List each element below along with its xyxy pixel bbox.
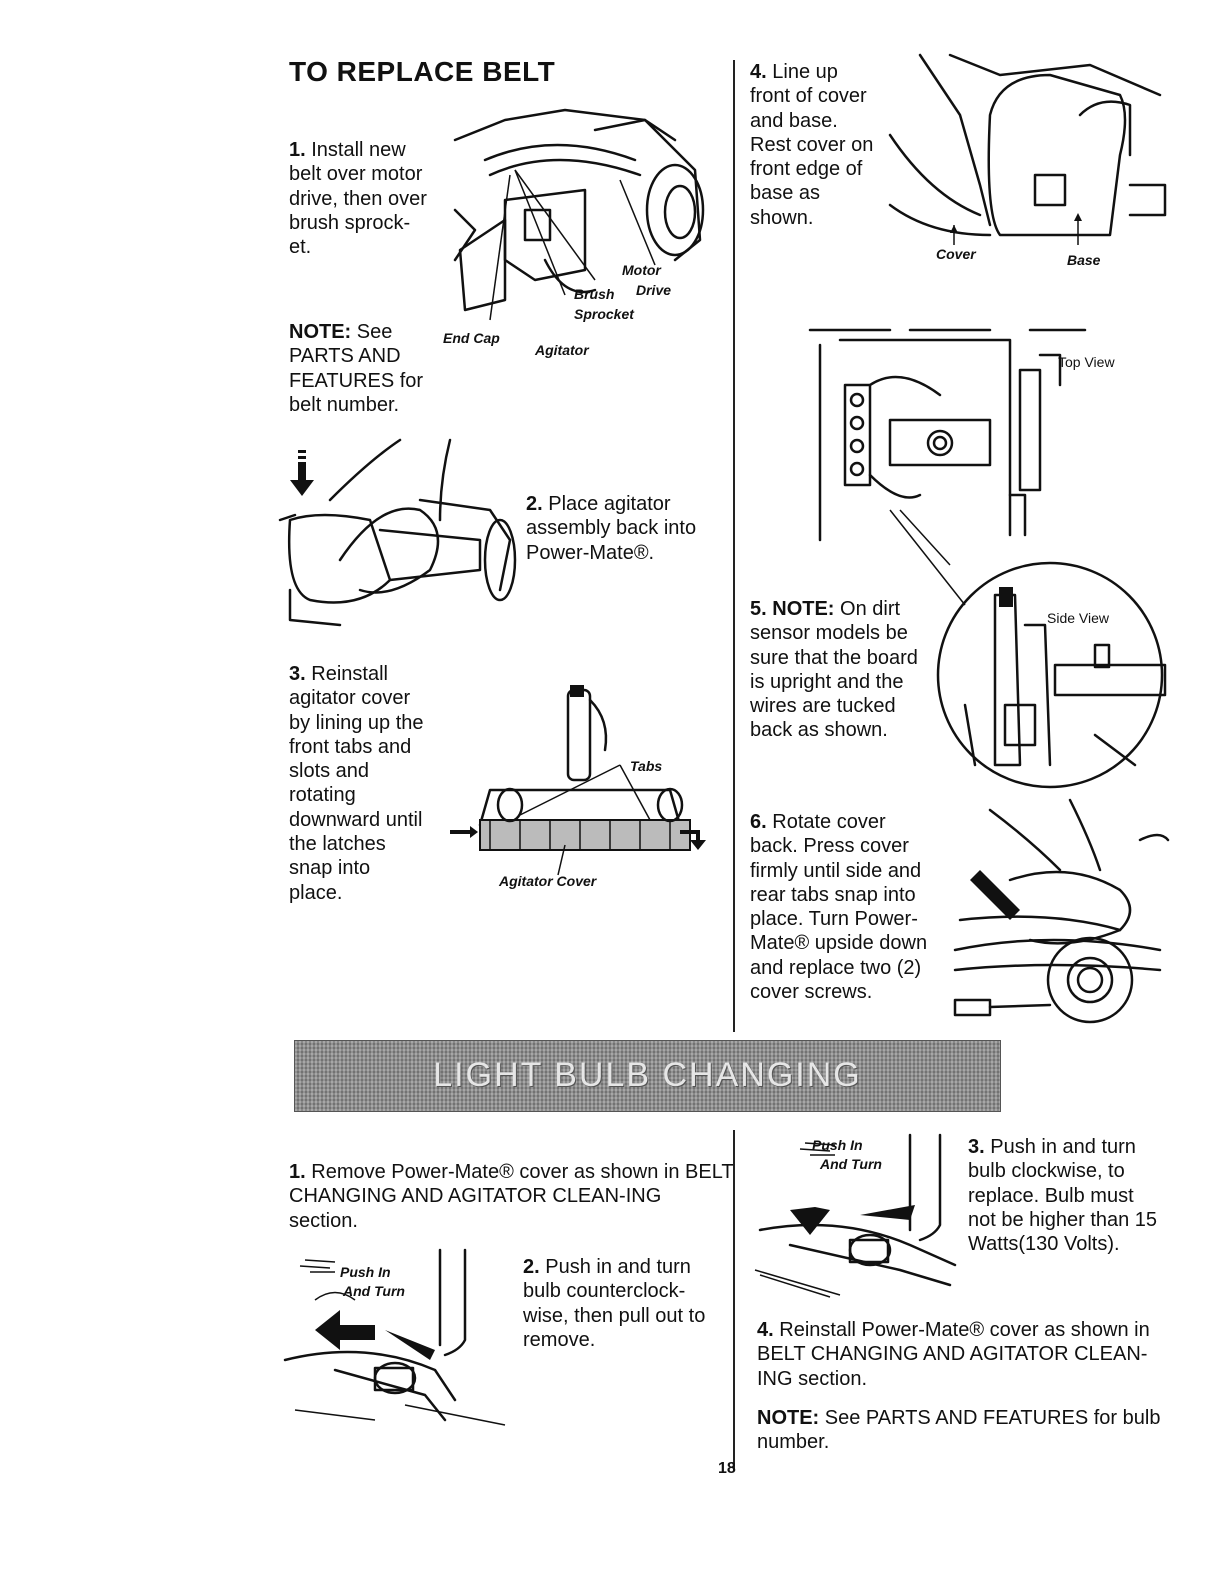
bulb-step-3: 3. Push in and turn bulb clockwise, to r… <box>968 1135 1158 1256</box>
belt-note-1-label: NOTE: <box>289 321 352 343</box>
bulb-step-3-number: 3. <box>968 1136 985 1158</box>
belt-step-5-number: 5. <box>750 598 767 620</box>
dirt-sensor-top-view-illustration <box>808 328 1087 566</box>
belt-step-4-text: Line up front of cover and base. Rest co… <box>750 61 874 229</box>
belt-step-2: 2. Place agitator assembly back into Pow… <box>526 492 716 565</box>
bulb-note: NOTE: See PARTS AND FEATURES for bulb nu… <box>757 1406 1167 1455</box>
label-sprocket: Sprocket <box>574 306 634 322</box>
rotate-cover-illustration <box>953 798 1170 1024</box>
label-drive: Drive <box>636 282 672 298</box>
agitator-placement-illustration <box>278 438 517 627</box>
bulb-step-2-text: Push in and turn bulb counterclock-wise,… <box>523 1256 706 1351</box>
section-title-replace-belt: TO REPLACE BELT <box>289 56 556 87</box>
column-divider-bottom <box>733 1130 735 1470</box>
label-agitator: Agitator <box>535 342 589 358</box>
bulb-step-2-number: 2. <box>523 1256 540 1278</box>
bulb-note-text: See PARTS AND FEATURES for bulb number. <box>757 1407 1161 1454</box>
label-brush: Brush <box>574 286 615 302</box>
label-agitator-cover: Agitator Cover <box>499 873 597 889</box>
belt-note-1-text: See PARTS AND FEATURES for belt number. <box>289 321 424 416</box>
belt-step-6-number: 6. <box>750 811 767 833</box>
belt-step-3-text: Reinstall agitator cover by lining up th… <box>289 663 424 904</box>
bulb-step-1: 1. Remove Power-Mate® cover as shown in … <box>289 1160 734 1233</box>
label-top-view: Top View <box>1058 354 1115 370</box>
belt-step-4: 4. Line up front of cover and base. Rest… <box>750 60 875 230</box>
belt-step-1: 1. Install new belt over motor drive, th… <box>289 138 429 259</box>
belt-step-5-text: On dirt sensor models be sure that the b… <box>750 598 918 742</box>
bulb-step-4-number: 4. <box>757 1319 774 1341</box>
bulb-step-3-text: Push in and turn bulb clockwise, to repl… <box>968 1136 1158 1256</box>
page-number: 18 <box>718 1460 736 1477</box>
bulb-step-4-text: Reinstall Power-Mate® cover as shown in … <box>757 1319 1150 1390</box>
label-side-view: Side View <box>1047 610 1110 626</box>
label-motor: Motor <box>622 262 661 278</box>
belt-step-1-number: 1. <box>289 139 306 161</box>
bulb-step-4: 4. Reinstall Power-Mate® cover as shown … <box>757 1318 1167 1391</box>
column-divider-top <box>733 60 735 1032</box>
light-bulb-changing-banner: LIGHT BULB CHANGING <box>294 1040 1001 1112</box>
bulb-step-1-text: Remove Power-Mate® cover as shown in BEL… <box>289 1161 734 1232</box>
label-end-cap: End Cap <box>443 330 500 346</box>
belt-step-4-number: 4. <box>750 61 767 83</box>
belt-install-illustration <box>453 108 705 321</box>
bulb-step-2: 2. Push in and turn bulb counterclock-wi… <box>523 1255 718 1352</box>
light-bulb-changing-heading: LIGHT BULB CHANGING <box>433 1056 862 1094</box>
belt-step-1-text: Install new belt over motor drive, then … <box>289 139 427 259</box>
bulb-right-label-push-in: Push In <box>812 1137 863 1153</box>
belt-step-3: 3. Reinstall agitator cover by lining up… <box>289 662 429 905</box>
bulb-note-label: NOTE: <box>757 1407 820 1429</box>
dirt-sensor-side-view-illustration <box>889 509 1167 789</box>
bulb-replace-illustration <box>754 1133 957 1298</box>
bulb-step-1-number: 1. <box>289 1161 306 1183</box>
label-tabs: Tabs <box>630 758 663 774</box>
belt-step-3-number: 3. <box>289 663 306 685</box>
belt-step-6: 6. Rotate cover back. Press cover firmly… <box>750 810 930 1004</box>
belt-step-5: 5. NOTE: On dirt sensor models be sure t… <box>750 597 930 743</box>
bulb-left-label-and-turn: And Turn <box>343 1283 405 1299</box>
bulb-left-label-push-in: Push In <box>340 1264 391 1280</box>
label-cover: Cover <box>936 246 976 262</box>
belt-step-2-number: 2. <box>526 493 543 515</box>
belt-step-6-text: Rotate cover back. Press cover firmly un… <box>750 811 928 1004</box>
label-base: Base <box>1067 252 1101 268</box>
bulb-right-label-and-turn: And Turn <box>820 1156 882 1172</box>
belt-step-5-label: NOTE: <box>772 598 835 620</box>
agitator-cover-illustration <box>450 685 706 876</box>
bulb-remove-illustration <box>283 1248 506 1426</box>
belt-step-2-text: Place agitator assembly back into Power-… <box>526 493 697 564</box>
belt-note-1: NOTE: See PARTS AND FEATURES for belt nu… <box>289 320 439 417</box>
cover-base-illustration <box>888 53 1167 245</box>
